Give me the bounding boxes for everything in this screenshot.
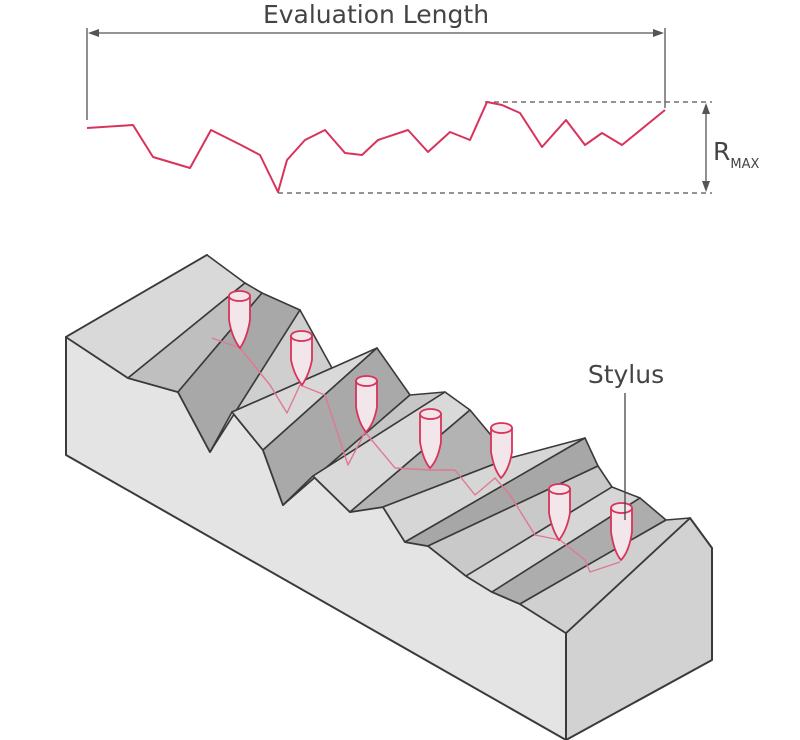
rmax-symbol: R xyxy=(713,137,730,166)
evaluation-length-arrowhead-left xyxy=(88,29,99,37)
stylus-5 xyxy=(490,422,513,480)
stylus-1 xyxy=(228,290,251,350)
rmax-arrowhead-top xyxy=(702,103,710,114)
roughness-profile-section: Evaluation Length RMAX xyxy=(86,0,759,194)
stylus-7 xyxy=(610,502,633,562)
rmax-subscript: MAX xyxy=(730,157,759,172)
stylus-4 xyxy=(419,408,442,470)
rmax-arrowhead-bottom xyxy=(702,181,710,192)
roughness-profile-trace xyxy=(86,101,666,193)
stylus-label: Stylus xyxy=(588,360,664,389)
stylus-6 xyxy=(548,483,571,542)
evaluation-length-arrowhead-right xyxy=(653,29,664,37)
rmax-label: RMAX xyxy=(713,137,759,172)
styluses xyxy=(228,290,633,562)
stylus-2 xyxy=(290,330,313,387)
stylus-3 xyxy=(355,375,378,434)
evaluation-length-label: Evaluation Length xyxy=(263,0,489,29)
